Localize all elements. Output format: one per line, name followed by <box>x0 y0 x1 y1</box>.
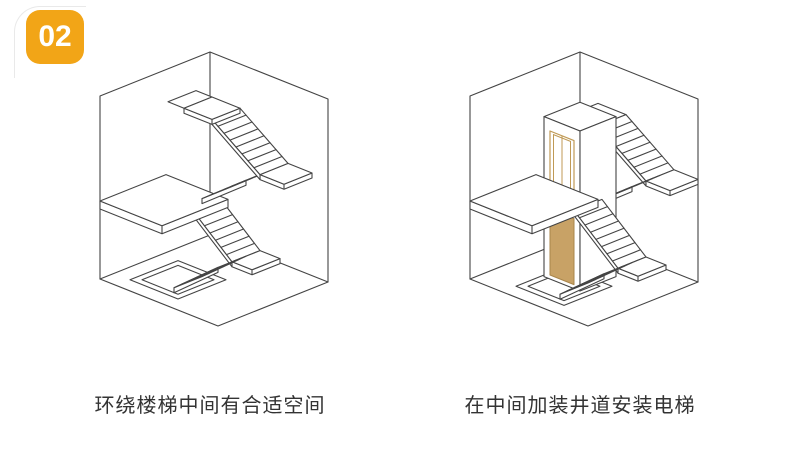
panel-caption: 在中间加装井道安装电梯 <box>464 395 696 417</box>
floor-slab <box>99 174 229 235</box>
base-pad <box>129 260 227 300</box>
panel-elevator-room: 在中间加装井道安装电梯 <box>430 30 730 418</box>
room-elevator-illustration <box>469 51 699 327</box>
illustration-panels: 环绕楼梯中间有合适空间 <box>60 30 730 418</box>
step-number-badge: 02 <box>26 10 84 64</box>
staircase-lower <box>559 198 667 300</box>
floor-slab <box>469 174 599 235</box>
panel-staircase-room: 环绕楼梯中间有合适空间 <box>60 30 360 418</box>
staircase-upper <box>167 90 313 205</box>
panel-caption: 环绕楼梯中间有合适空间 <box>94 395 326 417</box>
room-staircase-illustration <box>99 51 329 327</box>
card-rounded-corner <box>14 6 86 78</box>
step-number: 02 <box>38 20 72 53</box>
